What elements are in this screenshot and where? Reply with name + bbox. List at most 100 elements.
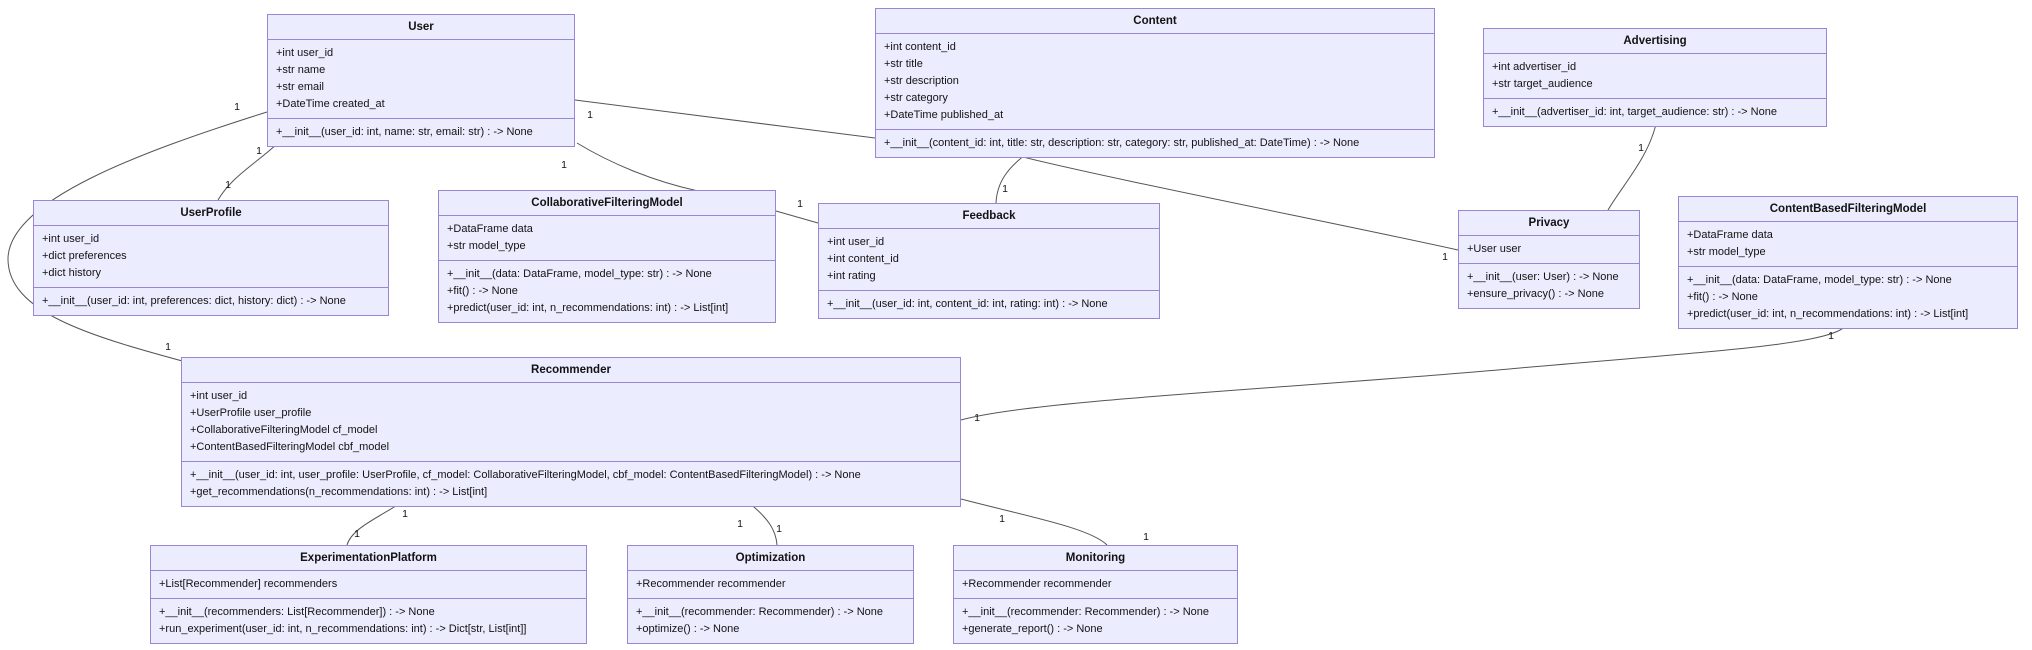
class-box-privacy: Privacy +User user +__init__(user: User)… (1458, 210, 1640, 309)
class-method: +predict(user_id: int, n_recommendations… (1687, 308, 1969, 320)
multiplicity-label: 1 (737, 517, 743, 530)
class-methods: +__init__(advertiser_id: int, target_aud… (1484, 99, 1826, 126)
class-method: +__init__(user_id: int, preferences: dic… (42, 295, 346, 307)
multiplicity-label: 1 (354, 527, 360, 540)
class-attribute: +str model_type (447, 240, 526, 252)
edge-recommender-optimization (747, 501, 778, 546)
class-attributes: +int content_id+str title+str descriptio… (876, 34, 1434, 130)
class-methods: +__init__(recommenders: List[Recommender… (151, 599, 586, 643)
class-method: +fit() : -> None (1687, 291, 1758, 303)
class-method: +fit() : -> None (447, 285, 518, 297)
class-box-content: Content +int content_id+str title+str de… (875, 8, 1435, 158)
class-attribute: +str name (276, 64, 326, 76)
class-attribute: +str email (276, 81, 324, 93)
class-attribute: +DataFrame data (1687, 229, 1773, 241)
edge-content-feedback (995, 154, 1026, 204)
class-attributes: +DataFrame data +str model_type (439, 216, 775, 261)
class-method: +__init__(advertiser_id: int, target_aud… (1492, 106, 1777, 118)
class-attribute: +DateTime published_at (884, 109, 1004, 121)
class-method: +get_recommendations(n_recommendations: … (190, 486, 488, 498)
class-methods: +__init__(user: User) : -> None +ensure_p… (1459, 264, 1639, 308)
class-attribute: +str description (884, 75, 959, 87)
class-attribute: +dict preferences (42, 250, 127, 262)
multiplicity-label: 1 (561, 158, 567, 171)
class-title: ExperimentationPlatform (151, 546, 586, 571)
class-method: +__init__(recommenders: List[Recommender… (159, 606, 435, 618)
class-method: +__init__(user_id: int, user_profile: Us… (190, 469, 861, 481)
class-method: +__init__(user_id: int, content_id: int,… (827, 298, 1108, 310)
class-method: +__init__(user_id: int, name: str, email… (276, 126, 533, 138)
multiplicity-label: 1 (1143, 530, 1149, 543)
class-method: +__init__(recommender: Recommender) : ->… (636, 606, 884, 618)
class-box-optimization: Optimization +Recommender recommender +_… (627, 545, 914, 644)
class-box-feedback: Feedback +int user_id+int content_id+int… (818, 203, 1160, 319)
class-method: +generate_report() : -> None (962, 623, 1103, 635)
class-methods: +__init__(data: DataFrame, model_type: s… (1679, 267, 2017, 328)
class-box-experimentationplatform: ExperimentationPlatform +List[Recommende… (150, 545, 587, 644)
class-attributes: +int user_id +str name +str email +DateTime… (268, 40, 574, 119)
class-title: CollaborativeFilteringModel (439, 191, 775, 216)
class-attribute: +DataFrame data (447, 223, 533, 235)
class-title: Advertising (1484, 29, 1826, 54)
multiplicity-label: 1 (1828, 329, 1834, 342)
class-attribute: +DateTime created_at (276, 98, 385, 110)
class-attribute: +int user_id (827, 236, 885, 248)
class-title: Feedback (819, 204, 1159, 229)
class-attribute: +User user (1467, 243, 1522, 255)
multiplicity-label: 1 (165, 340, 171, 353)
class-method: +predict(user_id: int, n_recommendations… (447, 302, 729, 314)
class-attributes: +User user (1459, 236, 1639, 264)
class-method: +ensure_privacy() : -> None (1467, 288, 1604, 300)
multiplicity-label: 1 (256, 144, 262, 157)
multiplicity-label: 1 (225, 178, 231, 191)
class-box-userprofile: UserProfile +int user_id +dict preference… (33, 200, 389, 316)
class-attributes: +int advertiser_id +str target_audience (1484, 54, 1826, 99)
edge-advertising-privacy (1607, 123, 1657, 211)
class-attribute: +Recommender recommender (636, 578, 786, 590)
edge-user-content (574, 99, 876, 139)
class-methods: +__init__(user_id: int, preferences: dic… (34, 288, 388, 315)
class-attributes: +Recommender recommender (954, 571, 1237, 599)
multiplicity-label: 1 (974, 411, 980, 424)
class-title: UserProfile (34, 201, 388, 226)
class-attributes: +DataFrame data+str model_type (1679, 222, 2017, 267)
class-method: +__init__(user: User) : -> None (1467, 271, 1619, 283)
class-method: +optimize() : -> None (636, 623, 740, 635)
class-methods: +__init__(data: DataFrame, model_type: s… (439, 261, 775, 322)
class-box-cfm: CollaborativeFilteringModel +DataFrame d… (438, 190, 776, 323)
class-attribute: +ContentBasedFilteringModel cbf_model (190, 441, 390, 453)
class-attribute: +dict history (42, 267, 101, 279)
class-attribute: +List[Recommender] recommenders (159, 578, 338, 590)
edge-user-userprofile (217, 142, 279, 201)
class-box-advertising: Advertising +int advertiser_id +str targe… (1483, 28, 1827, 127)
multiplicity-label: 1 (1442, 250, 1448, 263)
class-title: User (268, 15, 574, 40)
multiplicity-label: 1 (1002, 182, 1008, 195)
class-title: Privacy (1459, 211, 1639, 236)
multiplicity-label: 1 (234, 100, 240, 113)
class-attribute: +CollaborativeFilteringModel cf_model (190, 424, 378, 436)
class-methods: +__init__(user_id: int, content_id: int,… (819, 291, 1159, 318)
class-attributes: +Recommender recommender (628, 571, 913, 599)
class-methods: +__init__(content_id: int, title: str, d… (876, 130, 1434, 157)
edge-user-cfm (576, 142, 699, 192)
class-attribute: +int advertiser_id (1492, 61, 1577, 73)
class-title: Recommender (182, 358, 960, 383)
class-title: Optimization (628, 546, 913, 571)
class-title: Monitoring (954, 546, 1237, 571)
class-method: +run_experiment(user_id: int, n_recommen… (159, 623, 527, 635)
multiplicity-label: 1 (1638, 141, 1644, 154)
class-attributes: +List[Recommender] recommenders (151, 571, 586, 599)
class-attribute: +int user_id (190, 390, 248, 402)
class-attribute: +int user_id (276, 47, 334, 59)
class-methods: +__init__(recommender: Recommender) : ->… (628, 599, 913, 643)
class-box-user: User +int user_id +str name +str email +Dat… (267, 14, 575, 147)
class-attributes: +int user_id +dict preferences +dict histo… (34, 226, 388, 288)
class-attribute: +str category (884, 92, 948, 104)
class-methods: +__init__(user_id: int, name: str, email… (268, 119, 574, 146)
class-attribute: +str target_audience (1492, 78, 1593, 90)
multiplicity-label: 1 (402, 507, 408, 520)
class-attribute: +int user_id (42, 233, 100, 245)
class-methods: +__init__(user_id: int, user_profile: Us… (182, 462, 960, 506)
class-attributes: +int user_id+UserProfile user_profile+Co… (182, 383, 960, 462)
